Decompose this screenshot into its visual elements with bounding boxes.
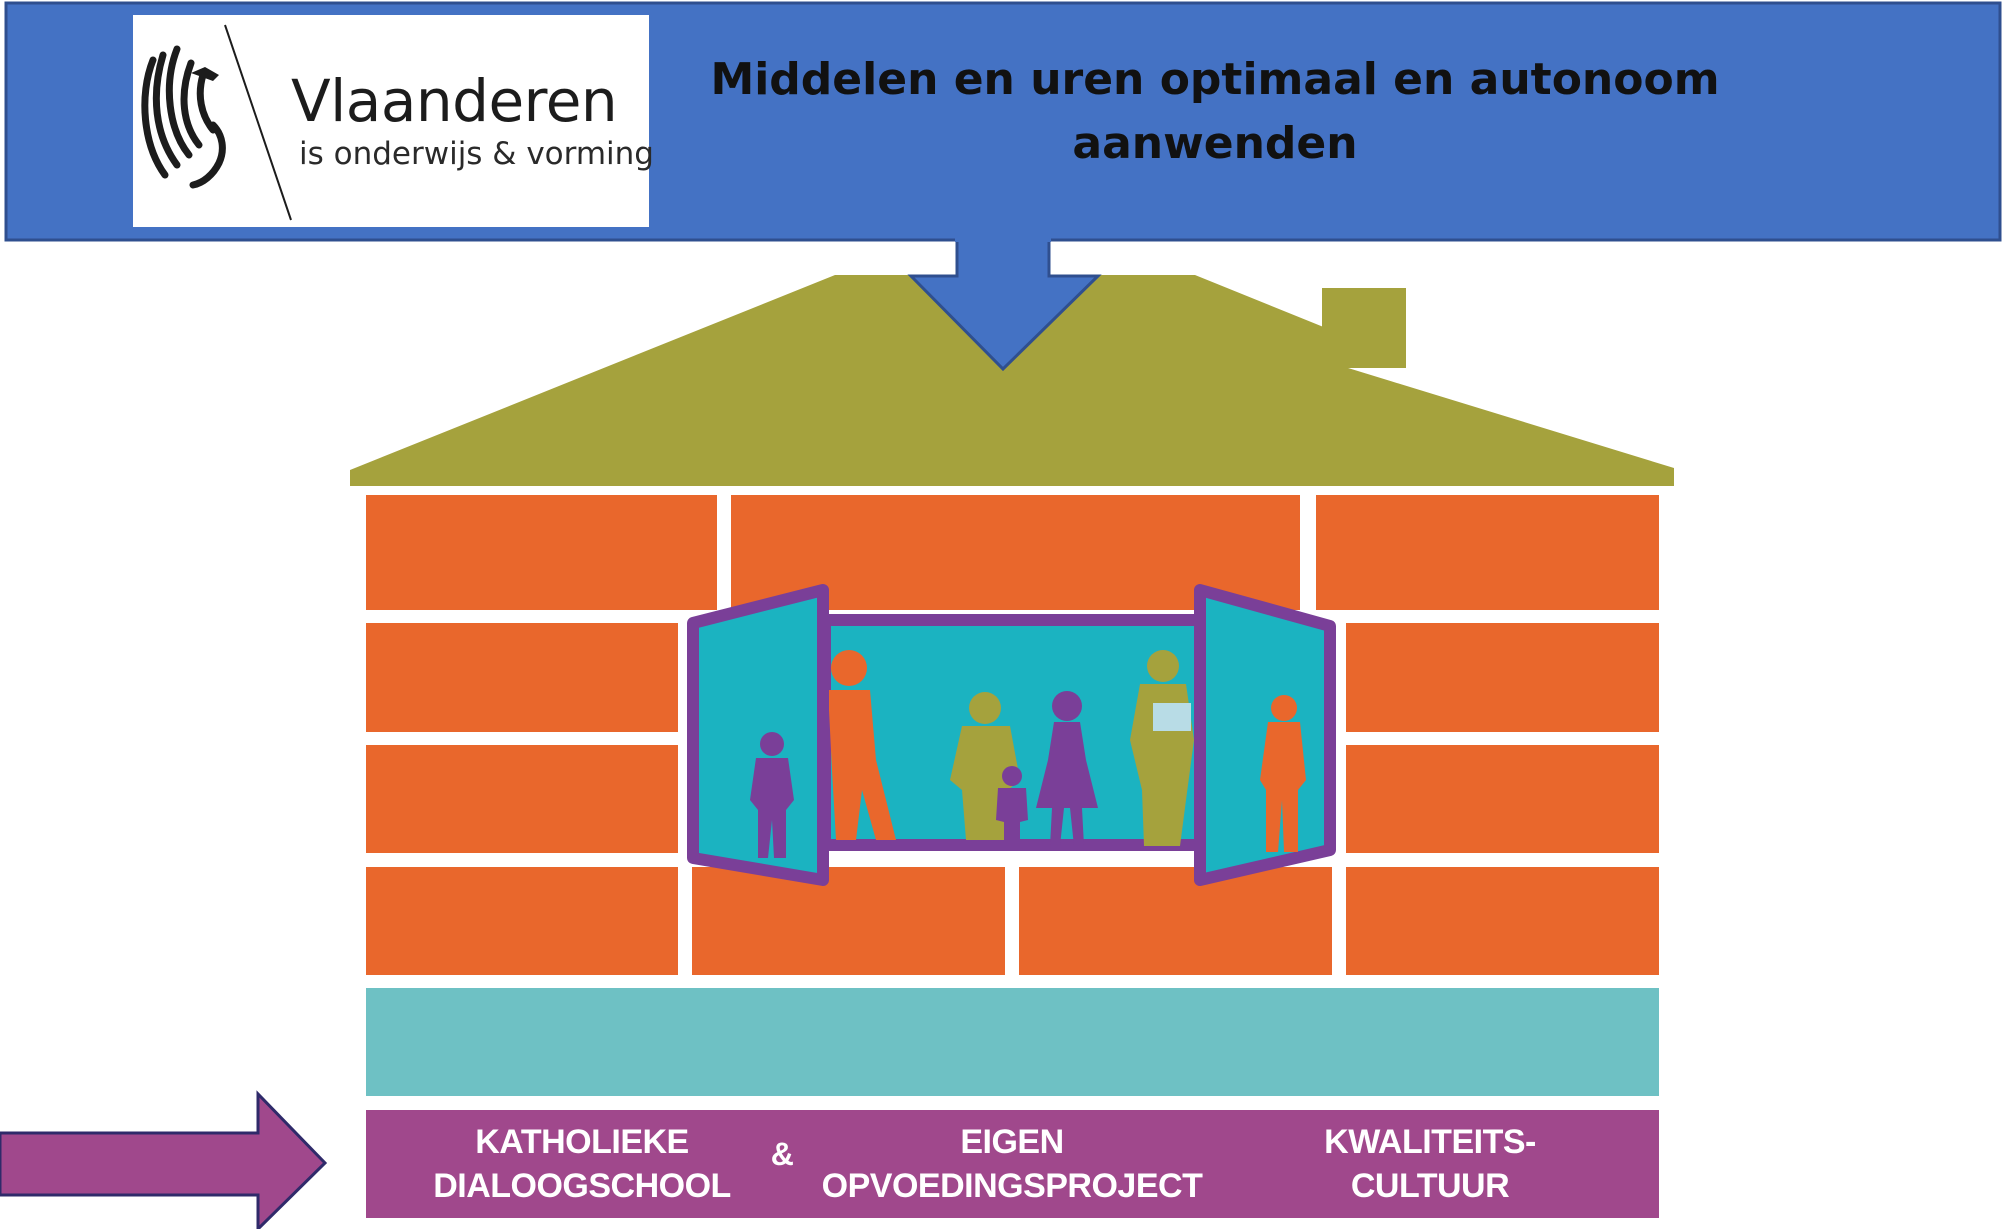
base-band [366,1110,1659,1218]
brick [1346,745,1659,853]
vlaanderen-logo: Vlaanderen is onderwijs & vorming [133,15,654,227]
label-line: EIGEN [960,1123,1064,1161]
child-silhouette-left [750,732,794,858]
foundation-band [366,988,1659,1096]
brick [366,745,678,853]
brick [1346,623,1659,732]
brick [692,867,1005,975]
label-line: KATHOLIEKE [475,1123,689,1161]
orange-silhouette-right [1260,695,1306,852]
banner-title-line-1: Middelen en uren optimaal en autonoom [710,54,1720,105]
flemish-lion-icon [141,24,292,221]
logo-tagline: is onderwijs & vorming [299,136,654,172]
banner-title-line-2: aanwenden [1072,118,1358,169]
logo-wordmark: Vlaanderen [291,67,618,135]
label-line: OPVOEDINGSPROJECT [821,1167,1203,1205]
right-arrow [0,1090,328,1229]
brick [1019,867,1332,975]
down-arrow-joint [955,236,1051,242]
down-arrow [907,236,1102,372]
brick [1316,495,1659,610]
banner-title: Middelen en uren optimaal en autonoom aa… [700,48,1730,176]
brick [366,867,678,975]
label-eigen-opvoedingsproject: EIGEN OPVOEDINGSPROJECT [812,1120,1212,1208]
brick [366,495,717,610]
people-silhouettes [828,650,1194,846]
right-window-shutter [1194,584,1336,886]
label-kwaliteitscultuur: KWALITEITS- CULTUUR [1280,1120,1580,1208]
label-katholieke-dialoogschool: KATHOLIEKE DIALOOGSCHOOL [432,1120,732,1208]
chimney [1322,288,1406,368]
label-line: KWALITEITS- [1324,1123,1536,1161]
label-line: CULTUUR [1350,1167,1510,1205]
brick [366,623,678,732]
brick [1346,867,1659,975]
label-line: DIALOOGSCHOOL [433,1167,731,1205]
left-window-shutter [687,584,829,886]
label-ampersand: & [770,1136,794,1172]
